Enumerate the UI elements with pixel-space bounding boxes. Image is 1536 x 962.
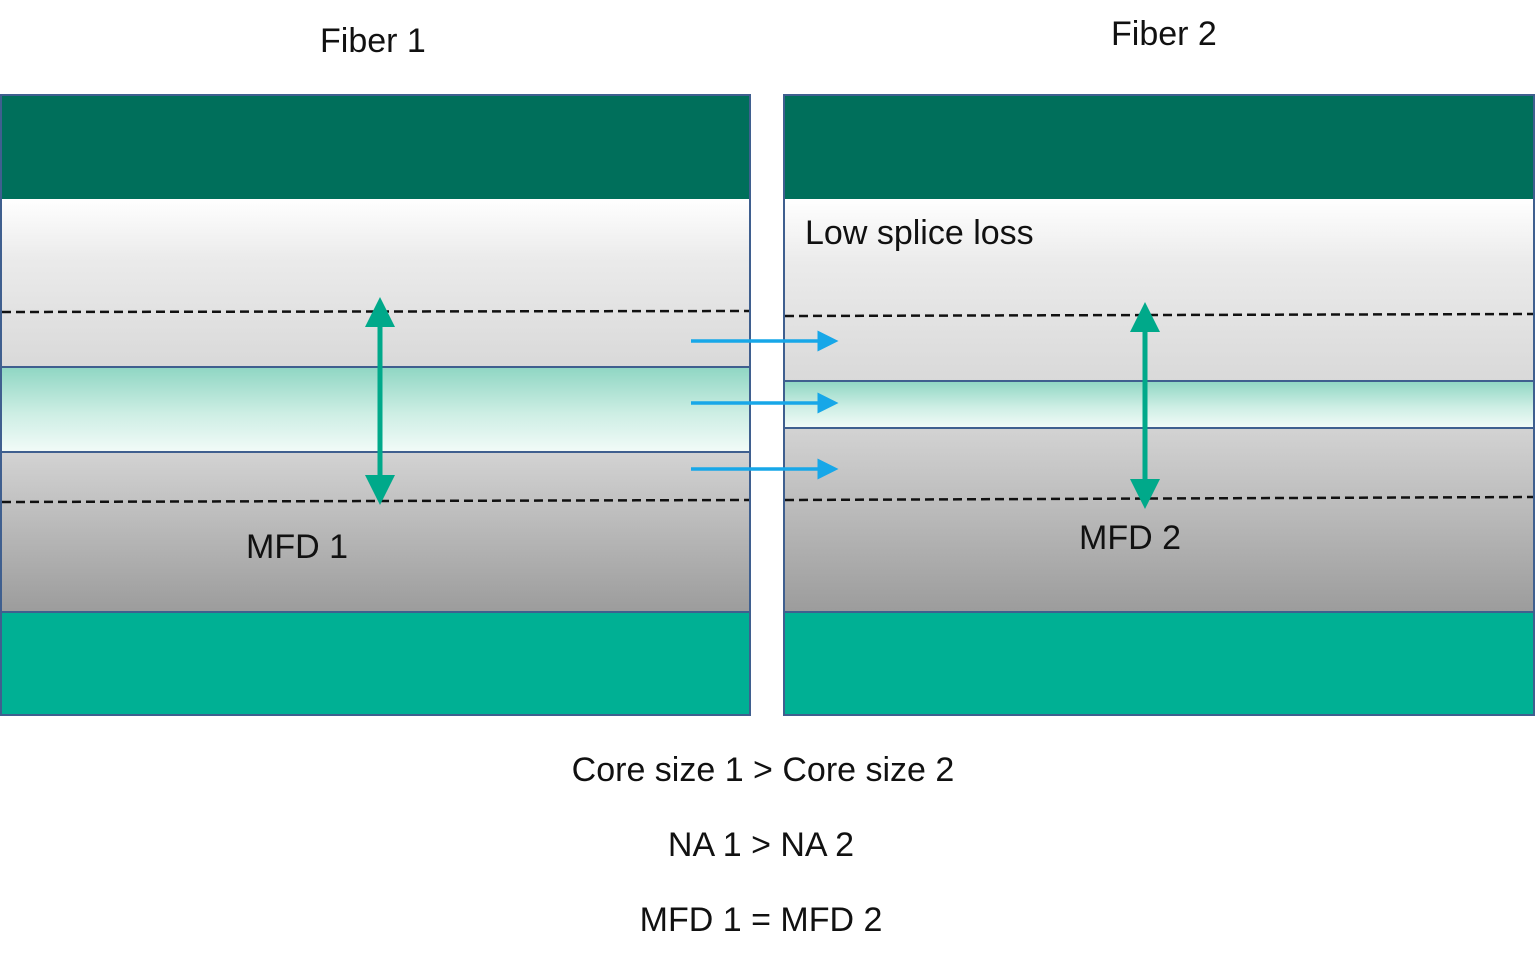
core-size-relation: Core size 1 > Core size 2 <box>571 751 955 789</box>
low-splice-loss-label: Low splice loss <box>805 214 1034 252</box>
fiber-2-core <box>784 381 1534 428</box>
fiber-2-jacket-top <box>784 95 1534 199</box>
mfd-relation: MFD 1 = MFD 2 <box>639 901 883 939</box>
fiber-1-title: Fiber 1 <box>320 22 426 60</box>
na-relation: NA 1 > NA 2 <box>667 826 855 864</box>
fiber-2-jacket-bottom <box>784 612 1534 715</box>
fiber-1-jacket-top <box>1 95 750 199</box>
light-transfer-arrows <box>691 330 839 480</box>
fiber-1-outline <box>0 94 751 716</box>
fiber-1-jacket-bottom <box>1 612 750 715</box>
fiber-1-mfd-bottom-dashed <box>1 498 751 504</box>
mfd-1-label: MFD 1 <box>246 528 348 566</box>
fiber-2-mfd-top-dashed <box>784 312 1534 318</box>
fiber-1-cladding-lower <box>1 452 750 612</box>
fiber-1 <box>0 94 751 716</box>
mfd-2-label: MFD 2 <box>1079 519 1181 557</box>
fiber-1-core <box>1 367 750 452</box>
fiber-2-title: Fiber 2 <box>1111 15 1217 53</box>
fiber-2-outline <box>783 94 1535 716</box>
fiber-2 <box>783 94 1535 716</box>
fiber-2-mfd-bottom-dashed <box>784 495 1534 502</box>
fiber-1-cladding-upper <box>1 199 750 367</box>
fiber-1-mfd-top-dashed <box>1 309 751 314</box>
